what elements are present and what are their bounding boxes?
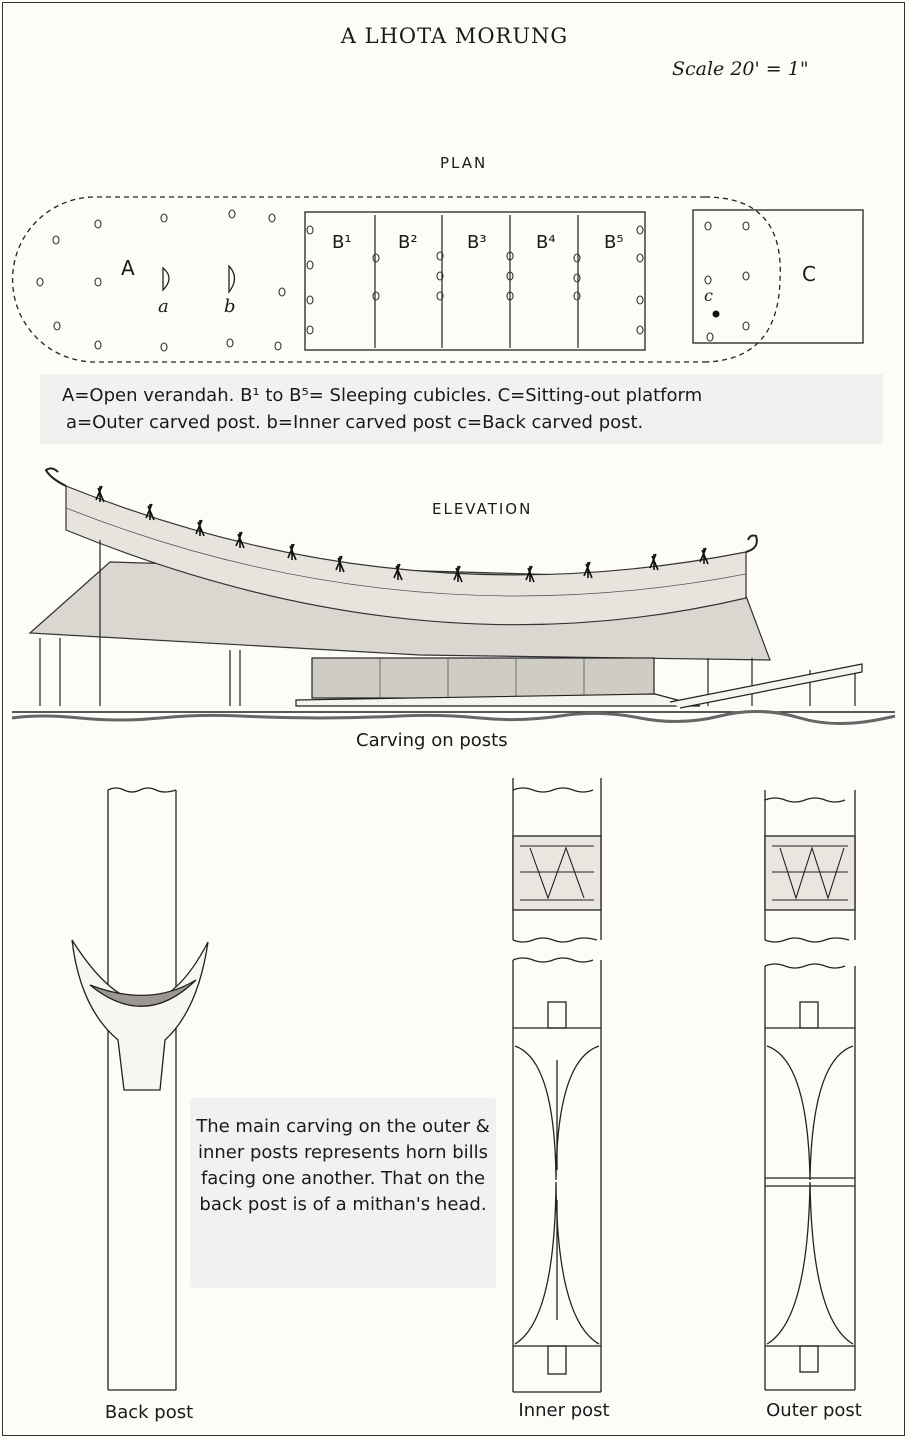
plan-label-a: a xyxy=(158,296,169,317)
outer-post-drawing xyxy=(764,790,856,1391)
elevation-heading: ELEVATION xyxy=(432,500,533,518)
plan-heading: PLAN xyxy=(440,154,488,172)
plan-label-C: C xyxy=(802,262,816,286)
platform-rect xyxy=(692,209,864,344)
scale-note: Scale 20' = 1" xyxy=(672,58,809,80)
plan-label-c: c xyxy=(704,286,713,305)
hall-rect xyxy=(304,211,646,351)
inner-post-drawing xyxy=(512,778,602,1393)
back-post-drawing xyxy=(71,787,209,1391)
post-c-mark xyxy=(712,310,720,318)
outer-post-caption: Outer post xyxy=(766,1400,862,1421)
post-b-mark xyxy=(228,264,236,294)
inner-post-caption: Inner post xyxy=(518,1400,610,1421)
cubicle-label: B² xyxy=(398,232,418,253)
cubicle-label: B⁴ xyxy=(536,232,556,253)
carving-heading: Carving on posts xyxy=(356,730,508,751)
legend-line-2: a=Outer carved post. b=Inner carved post… xyxy=(66,412,644,433)
elevation-drawing xyxy=(11,467,896,725)
post-a-mark xyxy=(162,266,170,292)
platform-curve xyxy=(704,196,781,363)
legend-line-1: A=Open verandah. B¹ to B⁵= Sleeping cubi… xyxy=(62,385,703,406)
plan-label-A: A xyxy=(121,256,135,280)
verandah-outline xyxy=(11,196,705,363)
page-title: A LHOTA MORUNG xyxy=(340,24,569,48)
legend-box xyxy=(40,374,883,444)
cubicle-label: B³ xyxy=(467,232,487,253)
note-box xyxy=(190,1098,496,1288)
cubicle-label: B⁵ xyxy=(604,232,624,253)
cubicle-label: B¹ xyxy=(332,232,352,253)
carving-note: The main carving on the outer & inner po… xyxy=(196,1116,490,1215)
plan-label-b: b xyxy=(224,296,236,317)
plan-posts xyxy=(36,209,750,352)
back-post-caption: Back post xyxy=(104,1402,194,1423)
